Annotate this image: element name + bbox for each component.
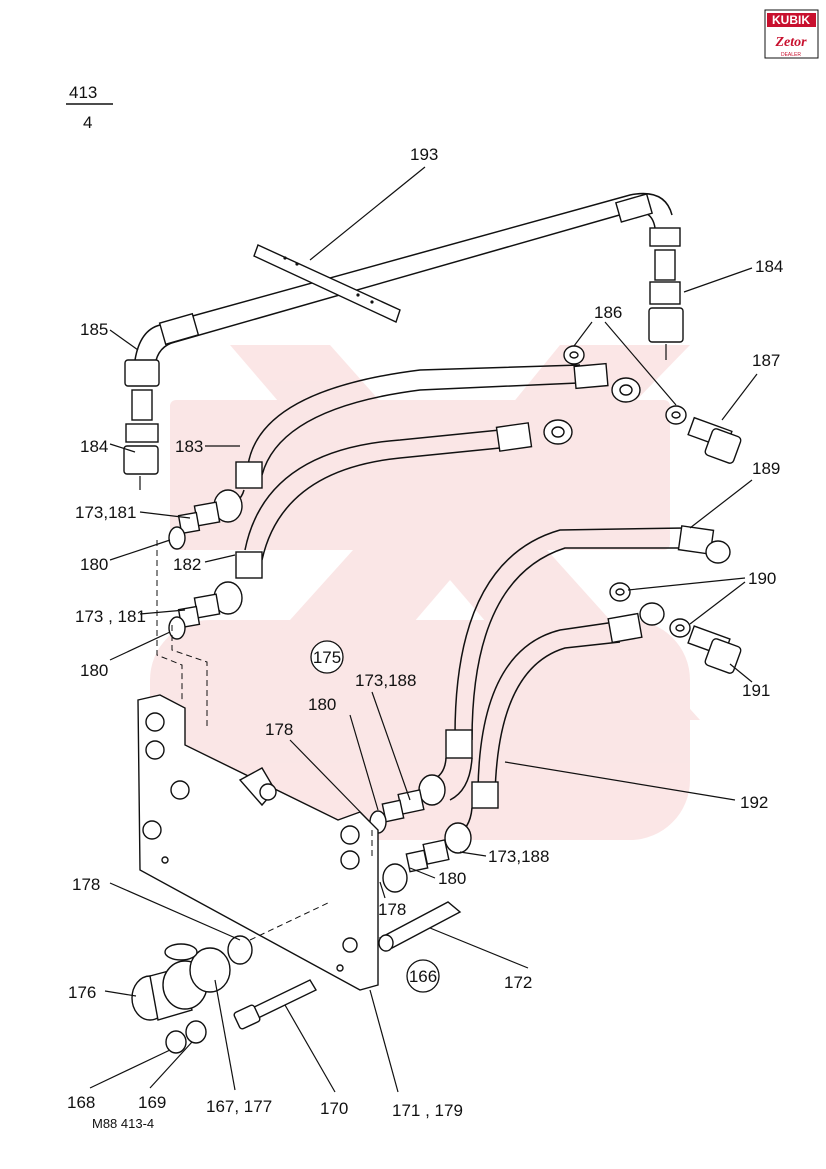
svg-text:166: 166 (409, 967, 437, 986)
dealer-watermark (150, 345, 700, 840)
callout-178: 178 (378, 900, 406, 919)
bolt-170 (233, 979, 317, 1030)
circled-callout-166: 166 (406, 959, 440, 993)
clip (238, 767, 277, 807)
leader-lines (89, 166, 758, 1093)
callout-170: 170 (320, 1099, 348, 1118)
callout-182: 182 (173, 555, 201, 574)
callout-190: 190 (748, 569, 776, 588)
page-number: 413 4 (66, 83, 113, 132)
tube-172 (378, 901, 462, 952)
callout-185: 185 (80, 320, 108, 339)
callout-183: 183 (175, 437, 203, 456)
callout-180: 180 (80, 661, 108, 680)
washer-190 (609, 582, 691, 638)
callout-180: 180 (80, 555, 108, 574)
callout-192: 192 (740, 793, 768, 812)
svg-text:4: 4 (83, 113, 92, 132)
hose-192 (454, 602, 665, 836)
clamp-plate (253, 244, 401, 323)
connector-173-188-lower (382, 822, 472, 893)
callout-193: 193 (410, 145, 438, 164)
callout-168: 168 (67, 1093, 95, 1112)
callout-176: 176 (68, 983, 96, 1002)
callout-173-188: 173,188 (488, 847, 549, 866)
pipe-193 (134, 192, 681, 366)
washer-186 (563, 345, 687, 425)
footer-code: M88 413-4 (92, 1116, 154, 1131)
callout-191: 191 (742, 681, 770, 700)
callout-labels: 193 184 185 186 187 184 183 189 173,181 … (67, 145, 783, 1120)
callout-167-177: 167, 177 (206, 1097, 272, 1116)
callout-173-188: 173,188 (355, 671, 416, 690)
svg-text:413: 413 (69, 83, 97, 102)
bolt-191 (687, 625, 742, 674)
connector-173-188-upper (369, 774, 446, 834)
svg-text:Zetor: Zetor (774, 35, 807, 50)
callout-189: 189 (752, 459, 780, 478)
callout-187: 187 (752, 351, 780, 370)
callout-180: 180 (438, 869, 466, 888)
callout-172: 172 (504, 973, 532, 992)
callout-173-181: 173,181 (75, 503, 136, 522)
hose-189 (431, 525, 731, 801)
hose-183 (221, 362, 641, 506)
callout-178: 178 (265, 720, 293, 739)
guide-lines (156, 540, 373, 941)
callout-180: 180 (308, 695, 336, 714)
callout-173-181: 173 , 181 (75, 607, 146, 626)
callout-184: 184 (755, 257, 783, 276)
svg-text:DEALER: DEALER (781, 52, 801, 58)
svg-text:175: 175 (313, 648, 341, 667)
callout-178: 178 (72, 875, 100, 894)
connector-173-181-lower (168, 581, 243, 640)
fitting-184-right (648, 249, 684, 360)
circled-callout-175: 175 (310, 640, 344, 674)
valve-176 (131, 935, 253, 1021)
callout-184: 184 (80, 437, 108, 456)
rings-168-169 (165, 1020, 207, 1054)
callout-186: 186 (594, 303, 622, 322)
svg-text:KUBIK: KUBIK (772, 13, 810, 27)
callout-169: 169 (138, 1093, 166, 1112)
fitting-184-left (123, 359, 160, 490)
callout-171-179: 171 , 179 (392, 1101, 463, 1120)
hose-182 (235, 419, 573, 579)
kubik-zetor-logo: KUBIK Zetor DEALER (764, 9, 819, 59)
bolt-187 (687, 416, 742, 464)
